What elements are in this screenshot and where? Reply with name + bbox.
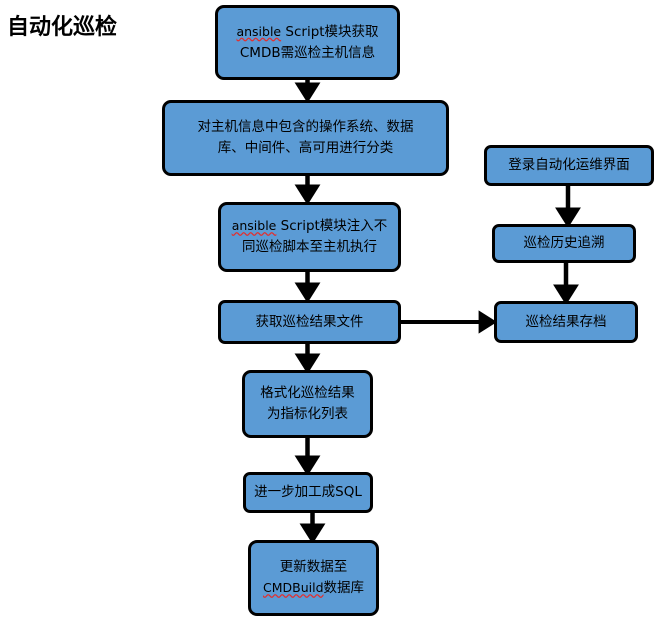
spellcheck-word: ansible	[231, 218, 277, 234]
node-inject-scripts[interactable]: ansible Script模块注入不 同巡检脚本至主机执行	[218, 202, 401, 272]
node-inspection-history[interactable]: 巡检历史追溯	[492, 224, 636, 263]
node-login-ops-portal[interactable]: 登录自动化运维界面	[484, 145, 654, 186]
node-text-line: 巡检历史追溯	[523, 235, 605, 252]
node-archive-results[interactable]: 巡检结果存档	[494, 301, 638, 343]
node-format-results[interactable]: 格式化巡检结果 为指标化列表	[242, 370, 373, 438]
node-text-line: 同巡检脚本至主机执行	[242, 239, 377, 255]
node-fetch-cmdb-hosts[interactable]: ansible Script模块获取 CMDB需巡检主机信息	[215, 5, 400, 80]
node-text-line: 巡检结果存档	[525, 313, 607, 330]
node-get-result-file[interactable]: 获取巡检结果文件	[218, 300, 401, 344]
node-text-rest: Script模块获取	[281, 23, 379, 40]
spellcheck-word: ansible	[236, 23, 282, 39]
node-update-cmdbuild[interactable]: 更新数据至 CMDBuild数据库	[248, 540, 379, 616]
node-text-line: 更新数据至	[279, 559, 348, 576]
node-text-line: CMDBuild数据库	[263, 578, 364, 599]
node-text-line: 库、中间件、高可用进行分类	[217, 140, 394, 156]
node-text-line: 登录自动化运维界面	[508, 157, 630, 174]
node-build-sql[interactable]: 进一步加工成SQL	[243, 472, 373, 513]
node-text-line: 为指标化列表	[267, 406, 348, 422]
spellcheck-word: CMDBuild	[262, 580, 324, 595]
node-text-line: ansible Script模块获取	[236, 22, 378, 43]
node-text-rest: 数据库	[323, 580, 365, 596]
node-classify-host-info[interactable]: 对主机信息中包含的操作系统、数据 库、中间件、高可用进行分类	[162, 100, 449, 176]
node-text-line: 格式化巡检结果	[260, 385, 355, 402]
node-text-rest: Script模块注入不	[276, 218, 388, 235]
node-text-line: ansible Script模块注入不	[232, 216, 388, 237]
node-text-line: CMDB需巡检主机信息	[239, 44, 376, 61]
node-text-line: 对主机信息中包含的操作系统、数据	[197, 119, 414, 136]
node-text-line: 进一步加工成SQL	[254, 484, 362, 501]
node-text-line: 获取巡检结果文件	[255, 313, 364, 330]
page-title: 自动化巡检	[7, 15, 118, 40]
